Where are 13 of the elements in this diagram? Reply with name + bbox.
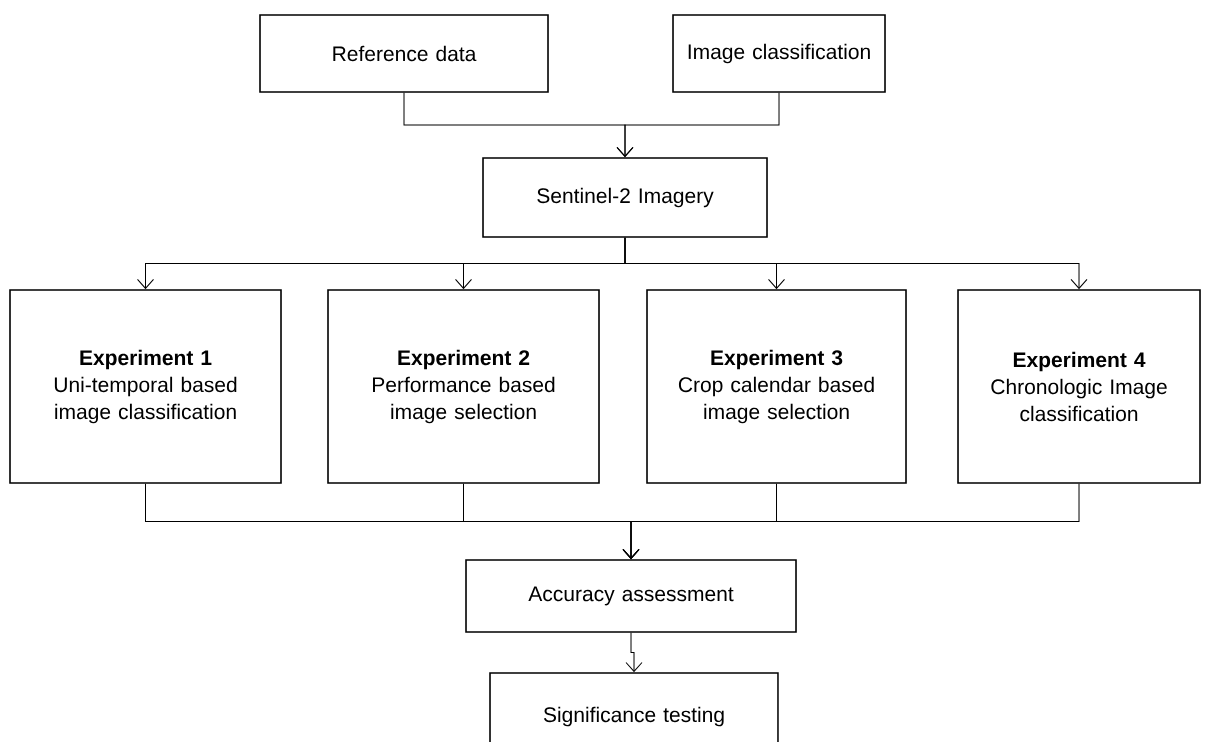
process-box: Accuracy assessment — [465, 559, 797, 633]
process-box: Reference data — [259, 14, 549, 93]
experiment-box: Experiment 4 Chronologic Image classification — [957, 289, 1201, 484]
arrow — [625, 632, 643, 672]
arrow — [622, 483, 1080, 559]
process-box: Significance testing — [489, 672, 779, 742]
arrow — [624, 237, 1088, 289]
experiment-box: Experiment 3 Crop calendar based image selection — [646, 289, 907, 484]
arrow — [616, 92, 780, 157]
experiment-box: Experiment 2 Performance based image selection — [327, 289, 600, 484]
process-box: Sentinel-2 Imagery — [482, 157, 768, 238]
process-box: Image classification — [672, 14, 886, 93]
experiment-box: Experiment 1 Uni-temporal based image classification — [9, 289, 282, 484]
